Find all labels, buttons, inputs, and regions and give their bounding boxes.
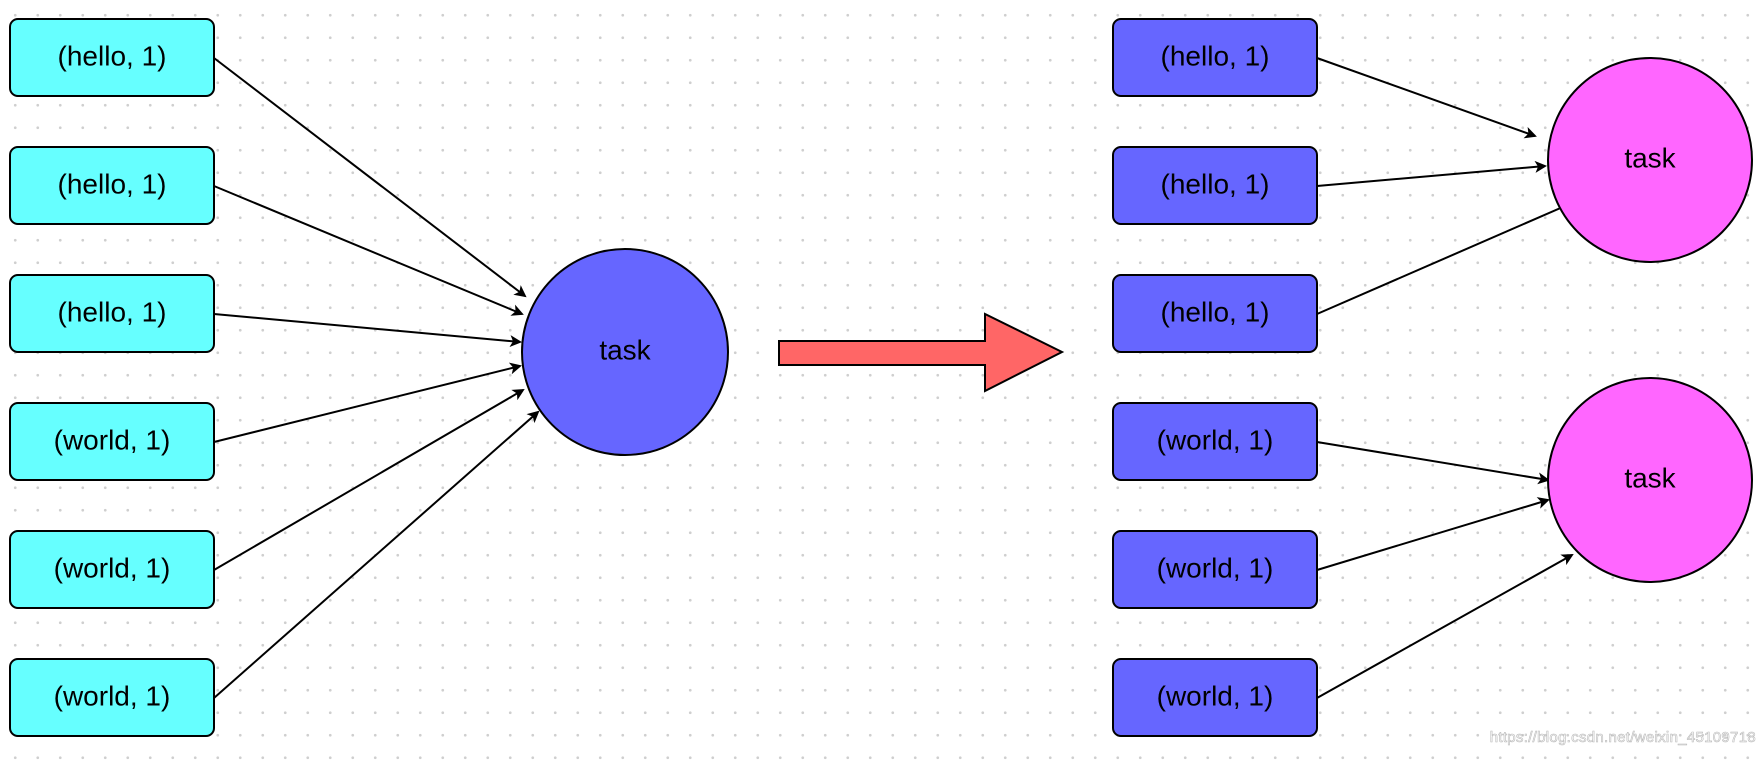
left-item-box <box>9 274 215 353</box>
right-task-label: task <box>1624 462 1676 493</box>
right-item-2[interactable]: (hello, 1) <box>1112 274 1318 353</box>
left-edge <box>213 313 522 348</box>
right-item-label: (hello, 1) <box>1161 40 1270 71</box>
left-item-label: (hello, 1) <box>58 168 167 199</box>
right-task-circle <box>1547 377 1753 583</box>
right-item-label: (world, 1) <box>1157 424 1274 455</box>
right-task-circle <box>1547 57 1753 263</box>
transform-arrow-icon <box>778 312 1065 393</box>
right-item-box <box>1112 658 1318 737</box>
left-item-3[interactable]: (world, 1) <box>9 402 215 481</box>
right-item-box <box>1112 18 1318 97</box>
right-edge <box>1316 554 1574 699</box>
left-edge <box>213 388 525 571</box>
right-item-0[interactable]: (hello, 1) <box>1112 18 1318 97</box>
left-item-5[interactable]: (world, 1) <box>9 658 215 737</box>
right-item-5[interactable]: (world, 1) <box>1112 658 1318 737</box>
right-item-label: (world, 1) <box>1157 680 1274 711</box>
left-edge <box>213 185 524 316</box>
left-item-label: (world, 1) <box>54 680 171 711</box>
right-item-label: (world, 1) <box>1157 552 1274 583</box>
left-item-1[interactable]: (hello, 1) <box>9 146 215 225</box>
right-item-label: (hello, 1) <box>1161 168 1270 199</box>
right-item-box <box>1112 530 1318 609</box>
right-item-label: (hello, 1) <box>1161 296 1270 327</box>
left-item-2[interactable]: (hello, 1) <box>9 274 215 353</box>
right-task-node-hello[interactable]: task <box>1547 57 1753 263</box>
left-item-0[interactable]: (hello, 1) <box>9 18 215 97</box>
left-item-box <box>9 146 215 225</box>
right-item-box <box>1112 402 1318 481</box>
right-edge <box>1316 441 1550 485</box>
right-item-box <box>1112 274 1318 353</box>
left-item-box <box>9 402 215 481</box>
left-item-box <box>9 530 215 609</box>
left-item-box <box>9 18 215 97</box>
left-item-label: (world, 1) <box>54 424 171 455</box>
left-task-circle <box>521 248 729 456</box>
edges <box>213 57 1574 699</box>
left-item-label: (world, 1) <box>54 552 171 583</box>
watermark: https://blog.csdn.net/weixin_45109718 <box>1489 729 1756 747</box>
right-edge <box>1316 160 1547 187</box>
left-task-label: task <box>599 334 651 365</box>
left-item-label: (hello, 1) <box>58 40 167 71</box>
right-edge <box>1316 57 1537 139</box>
right-item-1[interactable]: (hello, 1) <box>1112 146 1318 225</box>
left-item-box <box>9 658 215 737</box>
right-task-label: task <box>1624 142 1676 173</box>
right-item-box <box>1112 146 1318 225</box>
left-edge <box>213 362 522 443</box>
right-edge <box>1316 201 1574 315</box>
left-edge <box>213 57 527 298</box>
left-task-node[interactable]: task <box>521 248 729 456</box>
right-task-node-world[interactable]: task <box>1547 377 1753 583</box>
left-item-label: (hello, 1) <box>58 296 167 327</box>
right-item-3[interactable]: (world, 1) <box>1112 402 1318 481</box>
left-item-4[interactable]: (world, 1) <box>9 530 215 609</box>
right-item-4[interactable]: (world, 1) <box>1112 530 1318 609</box>
left-edge <box>213 410 540 699</box>
right-edge <box>1316 497 1550 571</box>
